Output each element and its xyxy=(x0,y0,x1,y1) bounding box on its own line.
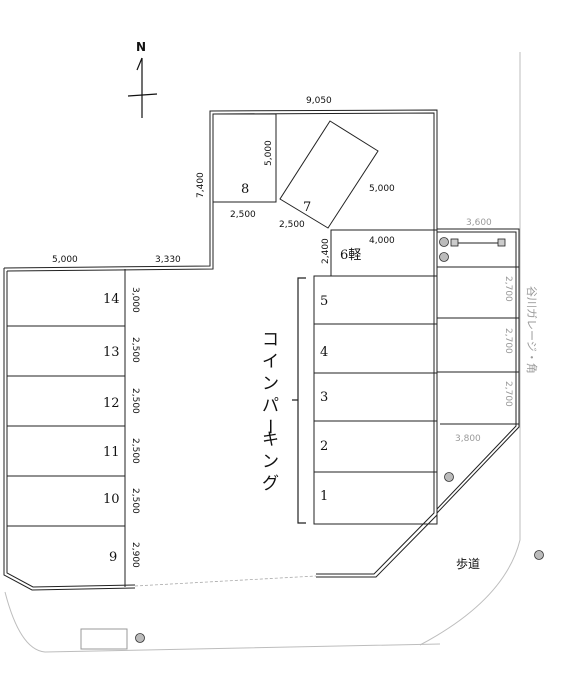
slot-label-10: 10 xyxy=(103,492,120,507)
svg-text:イ: イ xyxy=(262,352,279,372)
slot-label-8: 8 xyxy=(241,182,249,197)
dim-left-9: 2,900 xyxy=(130,542,140,568)
dim-slot6-width: 4,000 xyxy=(369,236,395,246)
road-edge-right xyxy=(419,52,521,646)
parking-slot-8 xyxy=(212,113,277,203)
dim-right-r2: 2,700 xyxy=(503,328,513,354)
dim-right-r1: 2,700 xyxy=(503,276,513,302)
slot-label-2: 2 xyxy=(320,439,328,454)
svg-text:パ: パ xyxy=(262,396,279,416)
slot-label-14: 14 xyxy=(103,292,120,307)
gate-icon xyxy=(439,237,506,262)
north-label: N xyxy=(136,40,146,54)
sidewalk-label: 歩道 xyxy=(456,556,480,571)
post-icon xyxy=(444,472,454,482)
dim-right-top: 3,600 xyxy=(466,218,492,228)
slot-label-6: 6軽 xyxy=(340,248,361,263)
coin-parking-label: コ イ ン パ ー キ ン グ xyxy=(259,330,279,494)
slot-label-12: 12 xyxy=(103,396,120,411)
slot-label-5: 5 xyxy=(320,294,328,309)
svg-text:ー: ー xyxy=(259,418,279,435)
north-arrow-icon xyxy=(127,57,158,118)
post-icon xyxy=(135,633,145,643)
svg-text:グ: グ xyxy=(262,474,279,494)
sign-box xyxy=(80,628,128,650)
dim-slot7-width: 2,500 xyxy=(279,220,305,230)
coin-parking-bracket xyxy=(292,277,306,524)
dim-top-width: 9,050 xyxy=(306,96,332,106)
dim-slot8-height: 5,000 xyxy=(264,140,274,166)
dim-right-r3: 2,700 xyxy=(503,381,513,407)
slot-label-13: 13 xyxy=(103,345,120,360)
dim-left-10: 2,500 xyxy=(130,488,140,514)
left-slots xyxy=(7,269,126,587)
dim-slot8-width: 2,500 xyxy=(230,210,256,220)
svg-text:キ: キ xyxy=(262,430,279,450)
dim-left-14: 3,000 xyxy=(130,287,140,313)
slot-label-4: 4 xyxy=(320,345,328,360)
neighbor-area-boundary xyxy=(436,228,520,514)
slot-label-11: 11 xyxy=(103,445,120,460)
parking-slot-7 xyxy=(279,120,379,229)
slot-label-3: 3 xyxy=(320,390,328,405)
road-edge-bottom xyxy=(4,591,441,653)
dim-vertical-7400: 7,400 xyxy=(196,172,206,198)
svg-text:ン: ン xyxy=(262,374,279,394)
site-boundary xyxy=(3,109,438,591)
slot-label-7: 7 xyxy=(303,200,311,215)
dim-slot6-height: 2,400 xyxy=(321,238,331,264)
dim-left-top: 5,000 xyxy=(52,255,78,265)
coin-parking-slots xyxy=(313,275,438,525)
dim-left-13: 2,500 xyxy=(130,337,140,363)
dim-right-bottom: 3,800 xyxy=(455,434,481,444)
dim-left-12: 2,500 xyxy=(130,388,140,414)
post-icon xyxy=(534,550,544,560)
dim-slot7-length: 5,000 xyxy=(369,184,395,194)
dim-left-11: 2,500 xyxy=(130,438,140,464)
dim-mid-top: 3,330 xyxy=(155,255,181,265)
slot-label-1: 1 xyxy=(320,489,328,504)
svg-text:コ: コ xyxy=(262,330,279,350)
svg-text:ン: ン xyxy=(262,452,279,472)
slot-label-9: 9 xyxy=(109,550,117,565)
neighbor-label: 谷川ガレージ・角 xyxy=(525,286,538,374)
